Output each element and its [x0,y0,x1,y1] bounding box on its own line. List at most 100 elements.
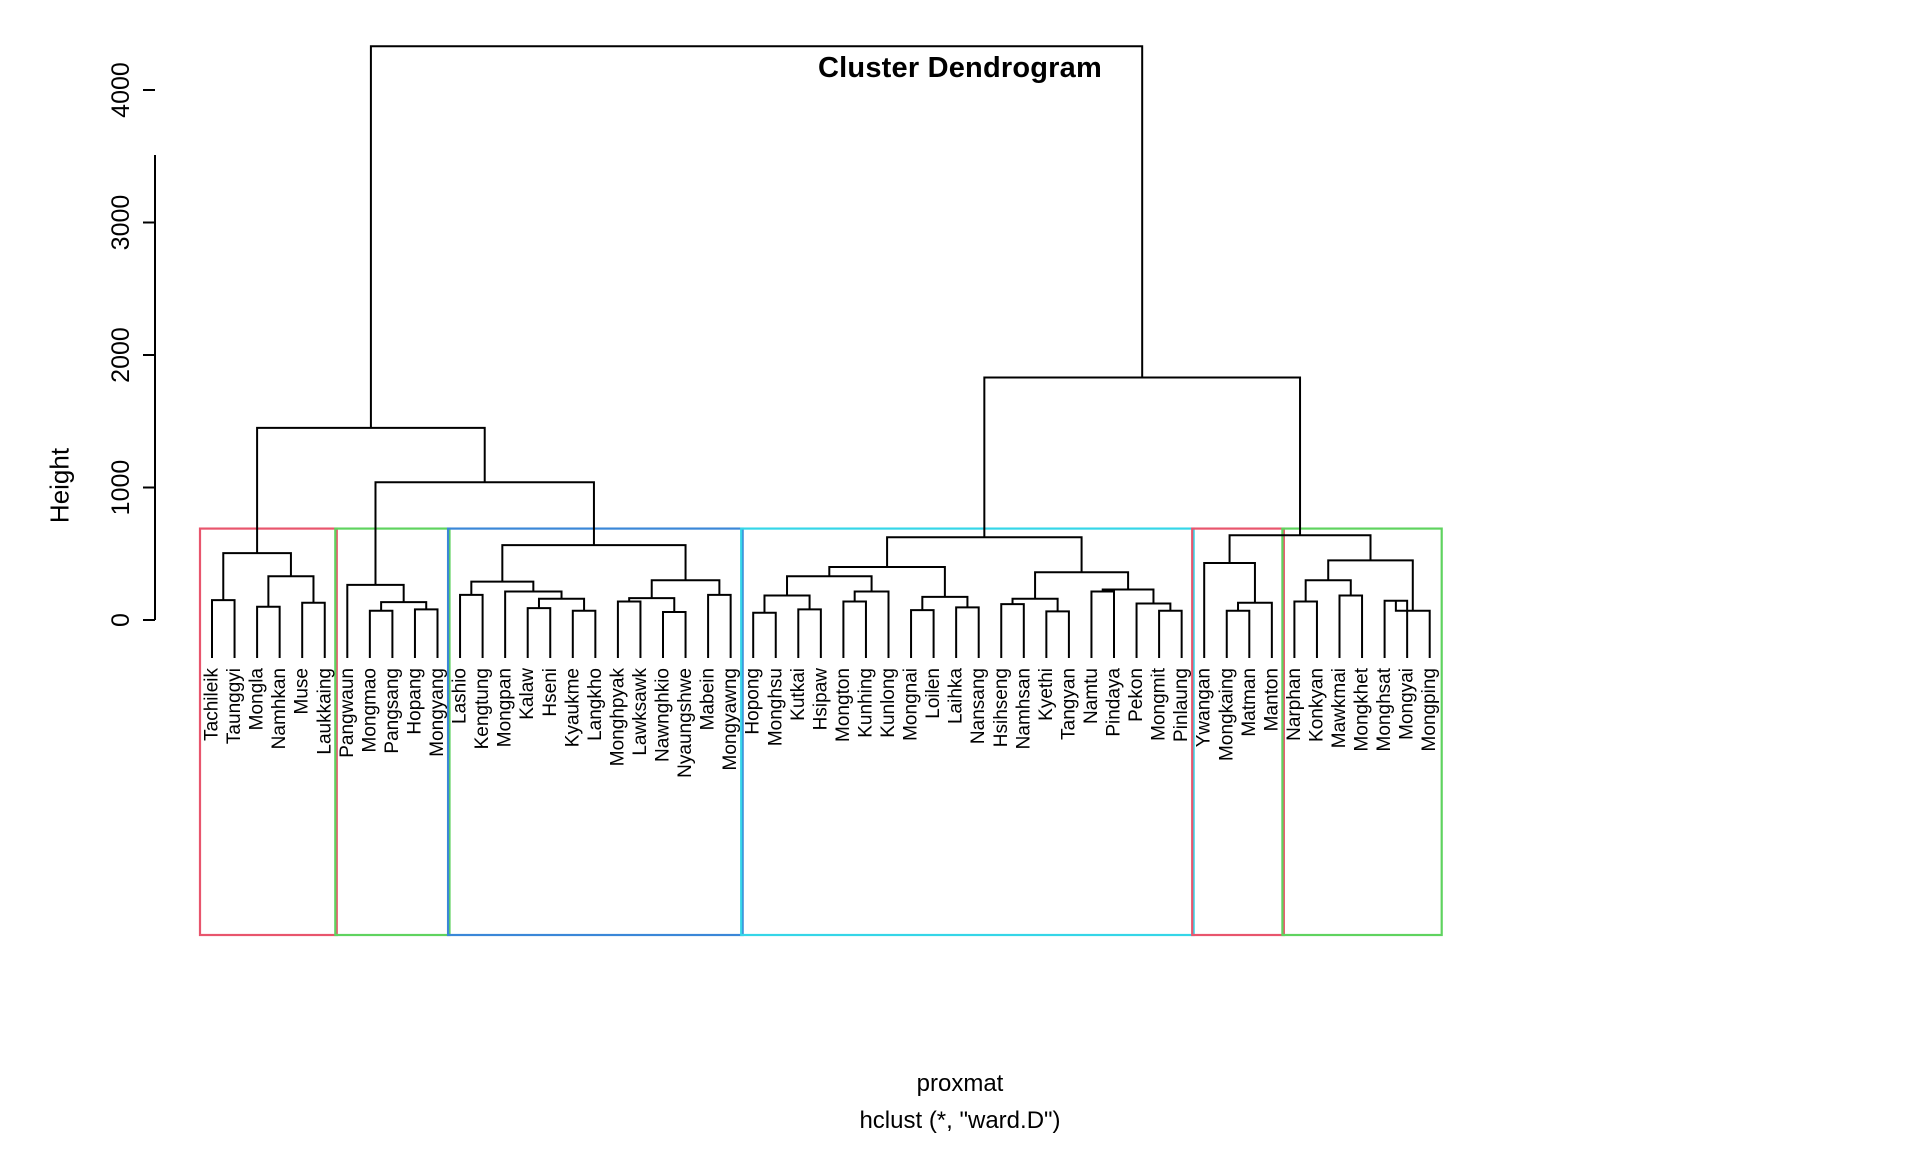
leaf-label: Lawksawk [630,668,651,756]
leaf-label: Pangsang [382,668,403,754]
dendrogram-branch [1000,603,1025,620]
leaf-label: Mongkhet [1352,667,1373,751]
dendrogram-branch [504,590,563,620]
leaf-label: Nansang [968,668,989,744]
leaf-label: Namtu [1081,668,1102,724]
leaf-label: Manton [1261,668,1282,731]
leaf-label: Ywangan [1194,668,1215,747]
dendrogram-branch [346,583,405,620]
leaf-label: Mongnai [901,668,922,741]
leaf-label: Laukkaing [314,668,335,755]
y-axis-tick-label: 0 [107,613,135,627]
y-axis-tick-label: 3000 [107,195,135,251]
cluster-box [740,527,1195,937]
dendrogram-branch [786,575,873,596]
cluster-boxes [198,527,1443,937]
leaf-label: Laihka [946,668,967,724]
y-axis-tick-label: 2000 [107,327,135,383]
dendrogram-branch [1228,534,1372,564]
leaf-label: Muse [292,668,313,714]
leaf-label: Mongmit [1149,667,1170,741]
dendrogram-branch [983,376,1302,538]
leaf-label: Pangwaun [337,668,358,758]
leaf-label: Namhsan [1013,668,1034,749]
dendrogram-branch [1293,600,1318,620]
leaf-label: Kengtung [472,668,493,749]
leaf-label: Narphan [1284,668,1305,741]
x-axis-label-primary: proxmat [916,1070,1004,1097]
leaf-label: Tangyan [1058,668,1079,740]
plot-title: Cluster Dendrogram [818,52,1102,84]
dendrogram-branch [369,45,1144,428]
leaf-label: Mongkaing [1216,668,1237,761]
y-axis: 0 1000 2000 3000 4000 [107,62,156,627]
leaf-label: Konkyan [1306,668,1327,742]
leaf-label: Monghsu [765,668,786,746]
leaf-label: Mongyang [427,668,448,757]
leaf-label: Pindaya [1104,668,1125,737]
dendrogram-branch [1304,579,1352,602]
dendrogram-branch [616,600,642,620]
dendrogram-branch [459,593,484,620]
leaf-label: Hopang [404,668,425,735]
cluster-box [446,527,744,937]
leaf-label: Kunlong [878,668,899,738]
leaf-label: Mongyawng [720,668,741,770]
leaf-label: Kutkai [788,668,809,721]
dendrogram-branch [1045,610,1070,620]
leaf-label: Mongton [833,668,854,742]
y-axis-tick-label: 1000 [107,460,135,516]
dendrogram-branch [1158,609,1183,620]
dendrogram-branch [921,595,969,611]
dendrogram-branch [413,608,439,620]
dendrogram-branch [501,544,687,582]
leaf-label: Mongla [247,668,268,731]
leaf-label: Namhkan [269,668,290,749]
dendrogram-branch [797,608,822,620]
dendrogram-branch [853,590,890,620]
leaf-label: Mongpan [495,668,516,747]
dendrogram-branch [886,536,1083,573]
dendrogram-branch [910,609,935,620]
dendrogram-branch [470,580,535,595]
cluster-box [334,527,451,937]
dendrogram-branch [1338,594,1364,620]
dendrogram-branch [955,606,980,620]
leaf-label: Kalaw [517,668,538,720]
dendrogram-branch [1225,609,1251,620]
leaf-label: Mongping [1419,668,1440,751]
leaf-label: Kunhing [855,668,876,738]
leaf-label: Kyaukme [562,668,583,747]
leaf-label: Tachileik [202,668,223,741]
dendrogram-branch [301,601,326,620]
leaf-label: Mabein [698,668,719,730]
leaf-label: Kyethi [1036,668,1057,721]
leaf-label: Lashio [450,668,471,724]
leaf-label: Nawnghkio [653,668,674,762]
leaf-label: Langkho [585,668,606,741]
dendrogram-branch [752,611,777,620]
leaf-label: Hopong [743,668,764,735]
y-axis-tick-label: 4000 [107,62,135,118]
leaf-label: Hsipaw [810,668,831,731]
leaf-label: Matman [1239,668,1260,737]
leaf-label: Hsihseng [991,668,1012,747]
cluster-box [198,527,338,937]
leaf-label: Monghpyak [607,668,628,767]
leaf-label: Hseni [540,668,561,717]
leaf-label: Pinlaung [1171,668,1192,742]
dendrogram-branch [256,605,281,620]
leaf-label: Loilen [923,668,944,719]
x-axis-label-secondary: hclust (*, "ward.D") [859,1107,1061,1134]
dendrogram-branch [628,597,676,613]
dendrogram-branch [374,481,595,585]
leaf-label: Mongyai [1397,668,1418,740]
cluster-box [1281,527,1443,937]
dendrogram-branch [368,609,394,620]
dendrogram-branch [1090,590,1115,620]
leaf-label: Nyaungshwe [675,668,696,778]
leaf-label: Pekon [1126,668,1147,722]
